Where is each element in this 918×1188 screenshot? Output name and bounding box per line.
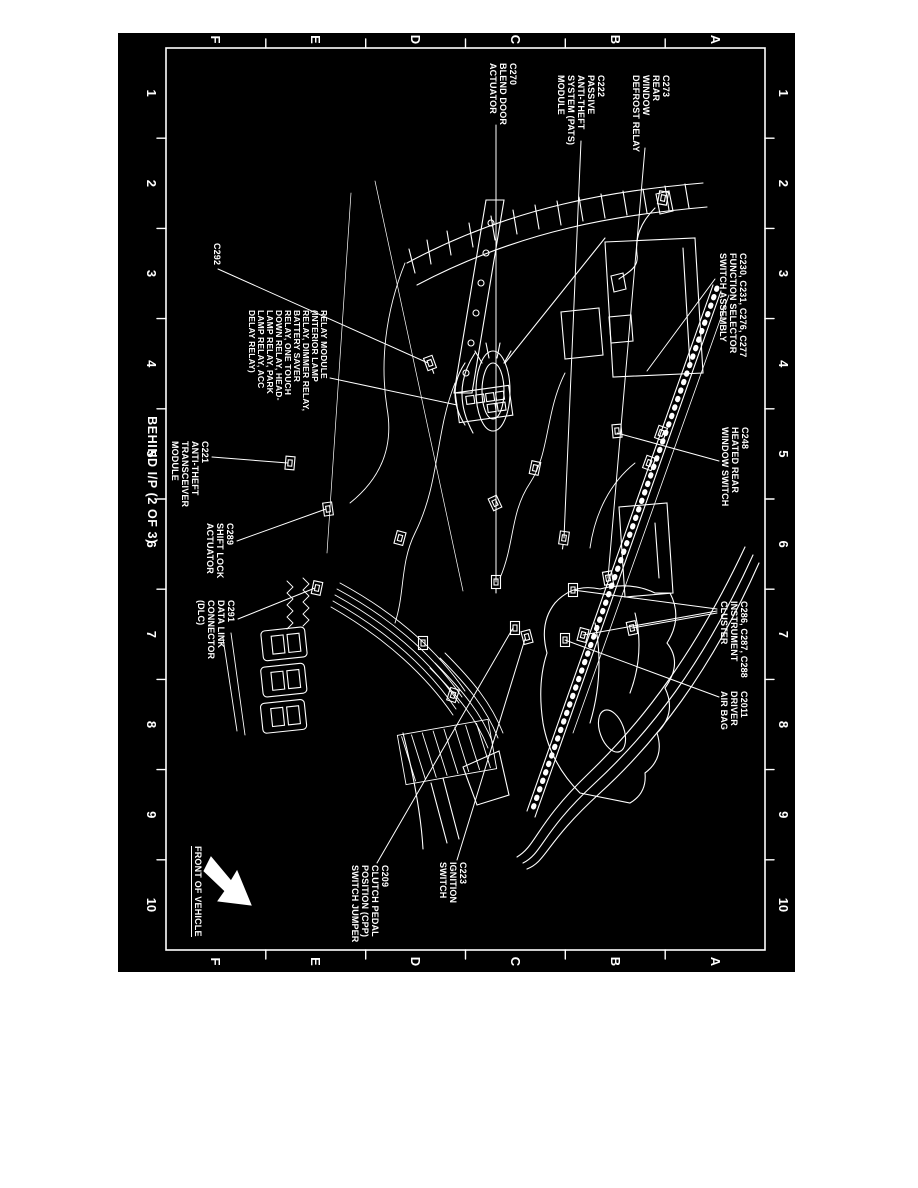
grid-ticks — [156, 38, 775, 960]
harness-conduit — [406, 182, 708, 293]
inline-connectors — [259, 626, 308, 734]
harness-squiggles — [326, 180, 636, 624]
connector-wires — [222, 577, 310, 736]
connector-glyphs — [284, 190, 670, 704]
callout-c292: C292 — [212, 243, 222, 266]
leader-lines — [211, 124, 720, 864]
front-of-vehicle-label: FRONT OF VEHICLE — [191, 846, 203, 937]
grid-frame — [165, 47, 766, 951]
front-of-vehicle-arrow-icon — [203, 856, 252, 906]
pedal-brackets — [402, 732, 510, 850]
dashboard-illustration — [156, 38, 775, 960]
relay-module-drawing — [454, 384, 514, 424]
figure-title: BEHIND I/P (2 OF 3) — [145, 416, 159, 544]
panel-sweep — [516, 546, 760, 870]
column-rails — [526, 284, 730, 818]
wiring-ribbons — [330, 582, 504, 749]
steering-column-boss — [454, 342, 512, 434]
